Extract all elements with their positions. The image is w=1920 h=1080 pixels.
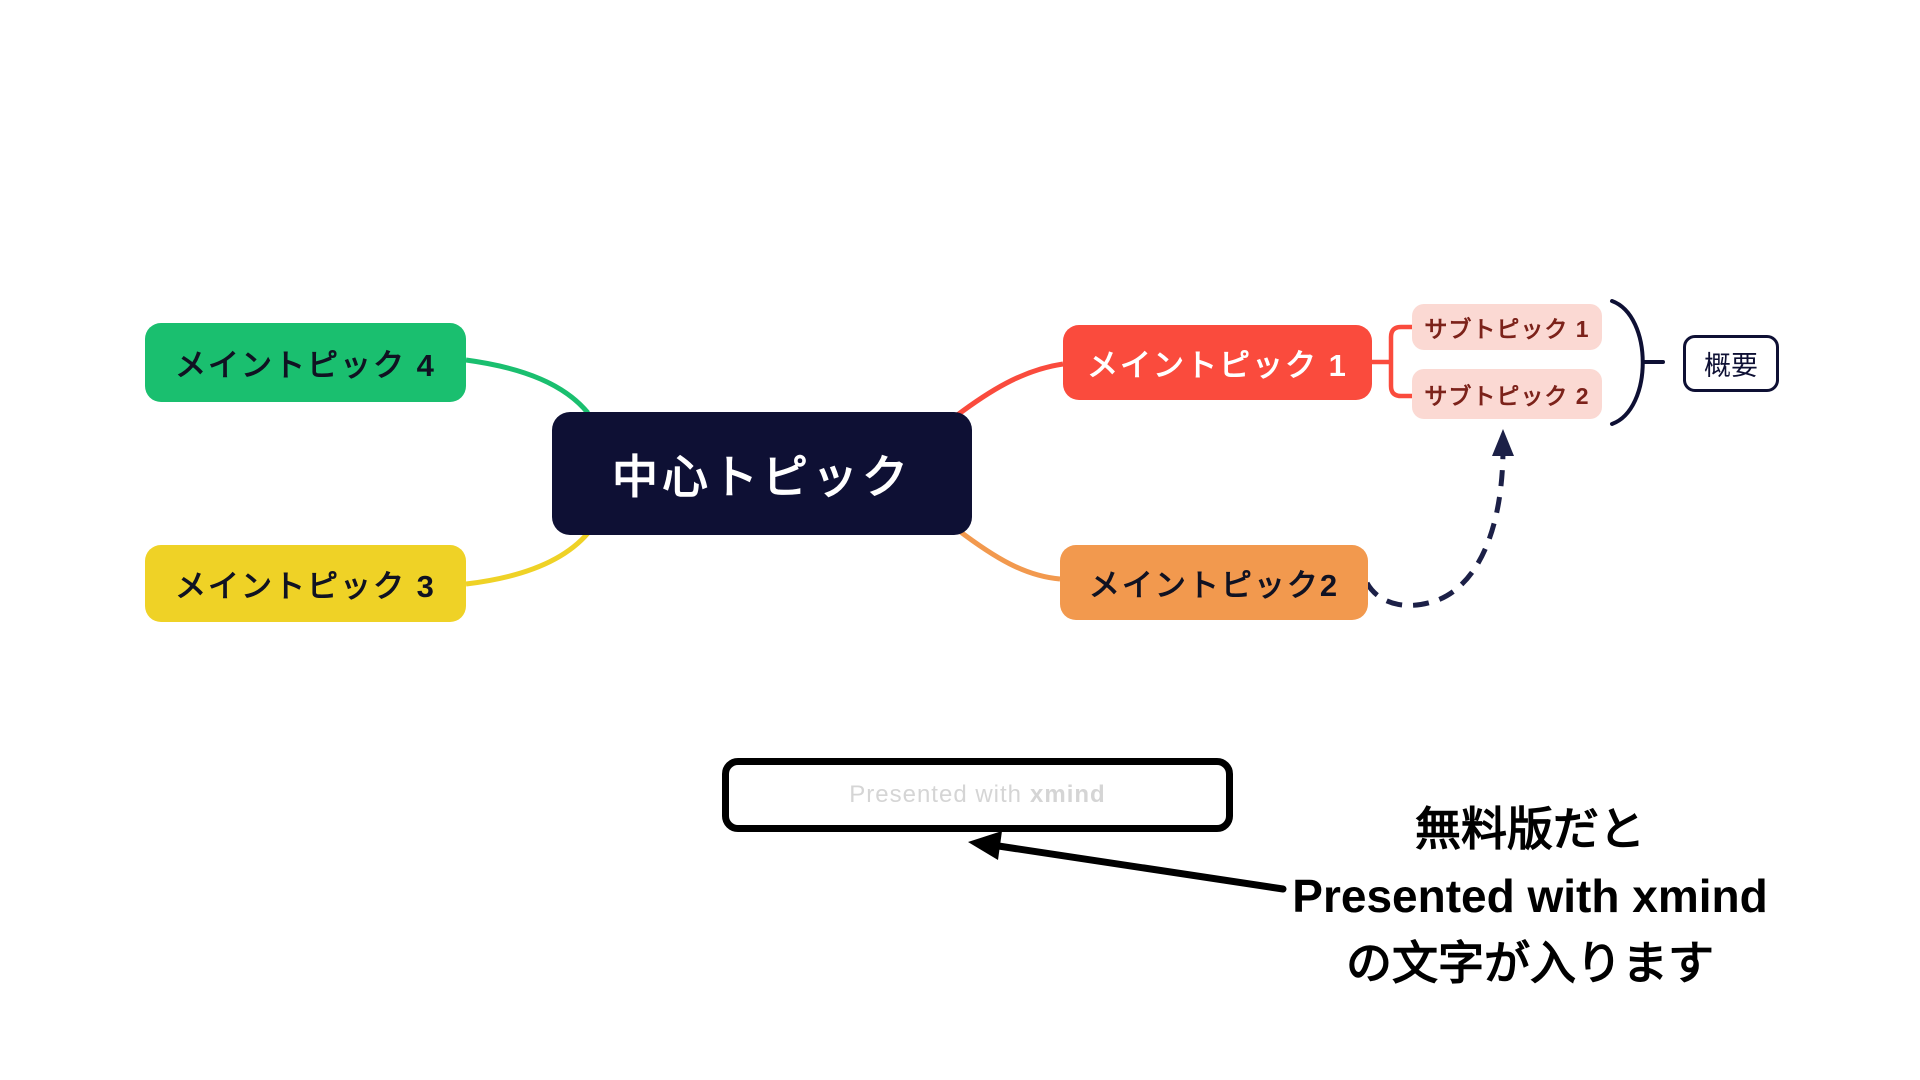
central-topic-node[interactable]: 中心トピック: [552, 412, 972, 535]
main-topic-3-node[interactable]: メイントピック 3: [145, 545, 466, 622]
annotation-line-3: の文字が入ります: [1346, 937, 1714, 989]
relationship-dashed-arrow: [1364, 451, 1506, 608]
edge-main-topic-1: [954, 361, 1064, 419]
annotation-line-2: Presented with xmind: [1292, 870, 1768, 922]
edge-subtopics-bracket: [1364, 324, 1415, 399]
subtopic-1-node[interactable]: サブトピック 1: [1412, 304, 1602, 350]
annotation-line-1: 無料版だと: [1415, 803, 1645, 855]
edge-main-topic-4: [465, 357, 590, 415]
main-topic-2-node[interactable]: メイントピック2: [1060, 545, 1368, 620]
watermark-brand-text: xmind: [1030, 781, 1106, 808]
main-topic-1-node[interactable]: メイントピック 1: [1063, 325, 1372, 400]
edge-main-topic-3: [465, 531, 590, 587]
annotation-text: 無料版だと Presented with xmind の文字が入ります: [1235, 796, 1825, 997]
annotation-arrowhead-icon: [968, 831, 1002, 860]
summary-topic-node[interactable]: 概要: [1683, 335, 1779, 392]
summary-brace: [1610, 299, 1665, 426]
watermark-box: Presented with xmind: [722, 758, 1233, 832]
main-topic-4-node[interactable]: メイントピック 4: [145, 323, 466, 402]
subtopic-2-node[interactable]: サブトピック 2: [1412, 369, 1602, 419]
edge-main-topic-2: [956, 528, 1061, 582]
relationship-arrowhead-icon: [1492, 429, 1514, 456]
watermark-text: Presented with: [849, 781, 1023, 808]
